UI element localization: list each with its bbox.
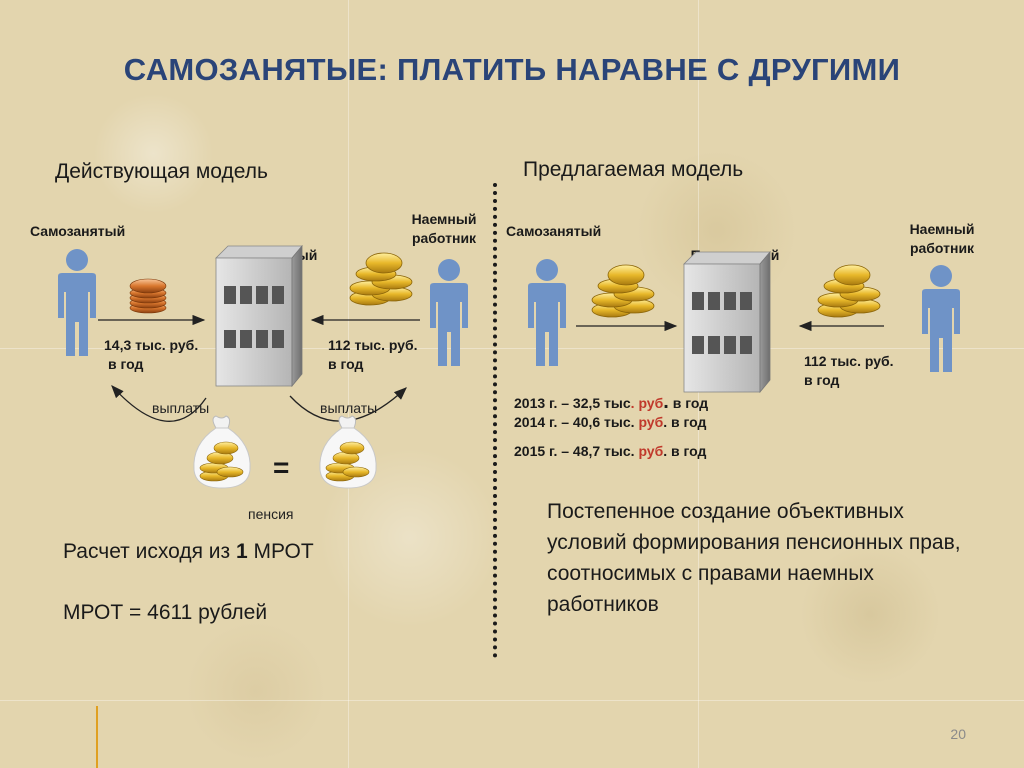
equals-sign: = <box>273 452 290 483</box>
payout-label-right: выплаты <box>320 400 378 416</box>
pension-fund-building-icon-right <box>683 251 771 393</box>
year-2014-line: 2014 г. – 40,6 тыс. руб. в год <box>514 414 707 430</box>
self-employed-person-icon-right <box>528 259 566 366</box>
page-title: САМОЗАНЯТЫЕ: ПЛАТИТЬ НАРАВНЕ С ДРУГИМИ <box>123 52 901 87</box>
small-coin-stack-icon <box>129 278 167 314</box>
year-2013-line: 2013 г. – 32,5 тыс. руб. в год <box>514 391 709 413</box>
employee-label-left: Наемный работник <box>411 211 477 246</box>
self-employed-label-right: Самозанятый <box>506 223 602 239</box>
employee-label-right: Наемный работник <box>909 221 975 256</box>
employee-person-icon-right <box>922 265 960 372</box>
decorative-margin-line <box>96 706 98 768</box>
proposed-model-heading: Предлагаемая модель <box>523 158 744 181</box>
year-2015-line: 2015 г. – 48,7 тыс. руб. в год <box>514 443 707 459</box>
coin-stack-icon-right-self <box>591 264 655 318</box>
employee-payment-left: 112 тыс. руб. в год <box>328 337 418 372</box>
model-divider <box>493 183 497 658</box>
pension-label: пенсия <box>248 506 294 522</box>
coin-stack-icon-right-employee <box>817 264 881 318</box>
employee-payment-right: 112 тыс. руб. в год <box>804 353 894 388</box>
current-model-heading: Действующая модель <box>55 160 268 183</box>
payout-label-left: выплаты <box>152 400 210 416</box>
money-bag-icon-left <box>193 415 251 489</box>
mrot-value: МРОТ = 4611 рублей <box>63 601 268 624</box>
proposal-description: Постепенное создание объективных условий… <box>547 500 961 616</box>
self-employed-payment-left: 14,3 тыс. руб. в год <box>104 337 199 372</box>
self-employed-label-left: Самозанятый <box>30 223 126 239</box>
slide-number: 20 <box>950 726 966 742</box>
money-bag-icon-right <box>319 415 377 489</box>
calculation-text: Расчет исходя из 1 МРОТ <box>63 540 314 563</box>
